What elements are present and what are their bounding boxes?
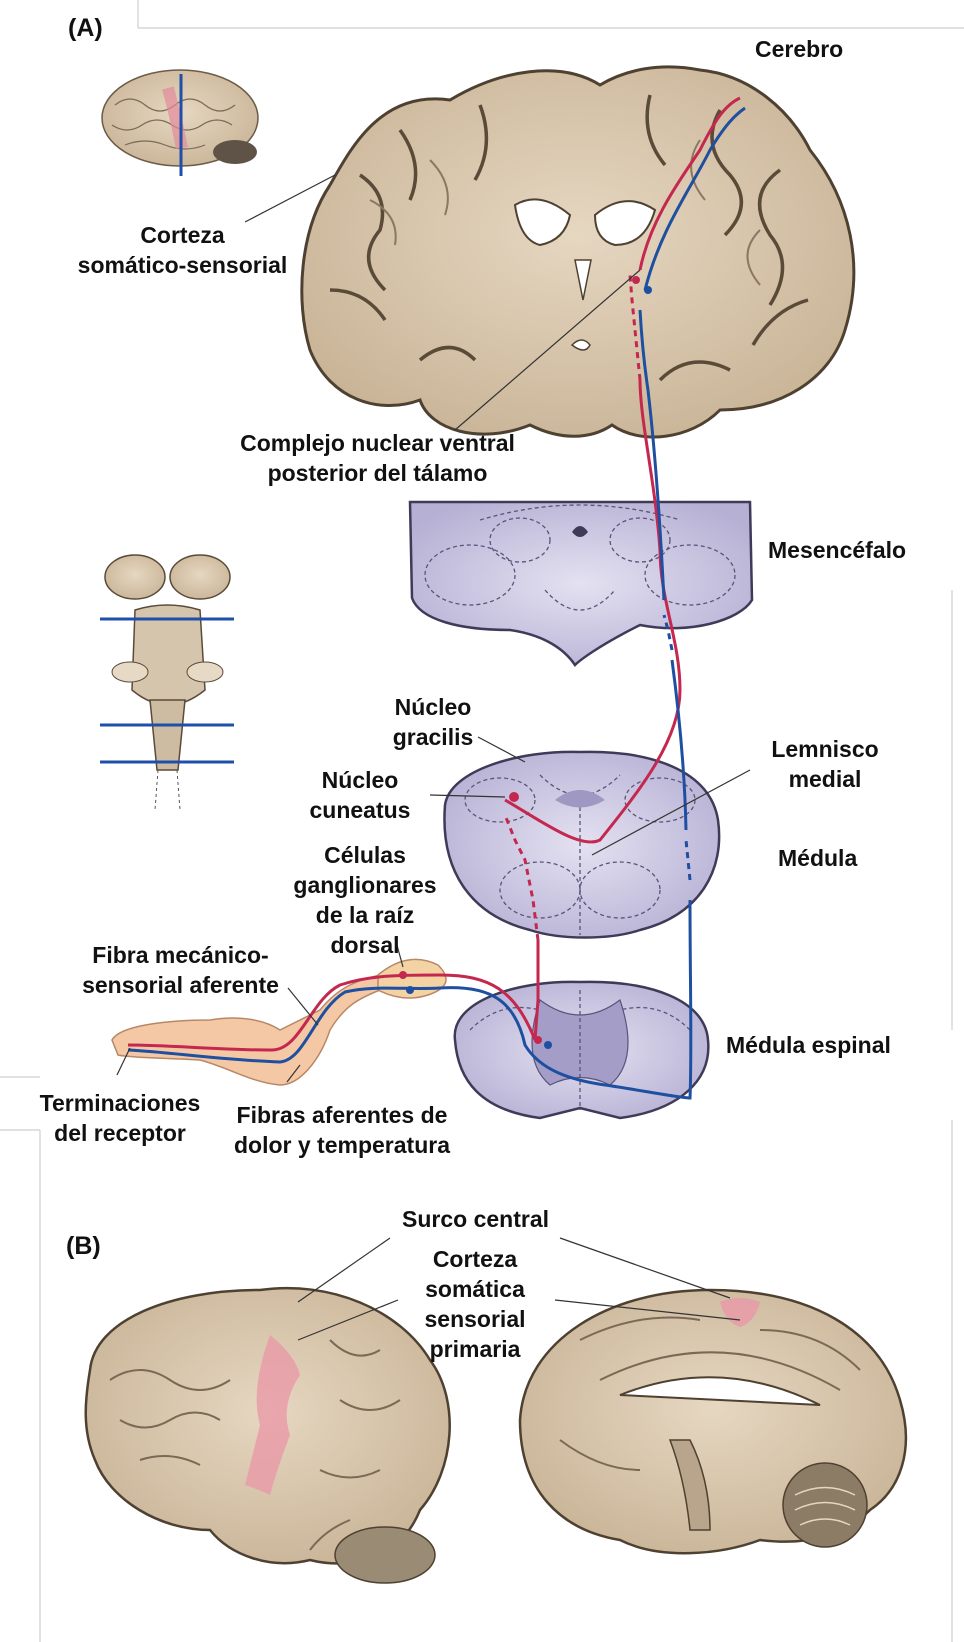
- label-corteza-somatico-sensorial: Corteza somático-sensorial: [50, 220, 315, 280]
- label-line: sensorial aferente: [68, 970, 293, 1000]
- lateral-brain: [86, 1288, 450, 1583]
- label-line: de la raíz: [290, 900, 440, 930]
- spinal-cord-section: [455, 982, 709, 1118]
- medulla-section: [444, 752, 719, 938]
- label-lemnisco-medial: Lemnisco medial: [760, 734, 890, 794]
- label-line: medial: [760, 764, 890, 794]
- panel-b-label: (B): [66, 1232, 101, 1261]
- label-line: dorsal: [290, 930, 440, 960]
- label-nucleo-gracilis: Núcleo gracilis: [378, 692, 488, 752]
- label-line: cuneatus: [305, 795, 415, 825]
- label-line: Núcleo: [378, 692, 488, 722]
- label-line: Fibra mecánico-: [68, 940, 293, 970]
- label-line: primaria: [400, 1334, 550, 1364]
- label-line: sensorial: [400, 1304, 550, 1334]
- label-celulas-ganglionares: Células ganglionares de la raíz dorsal: [290, 840, 440, 960]
- label-line: somático-sensorial: [50, 250, 315, 280]
- label-cerebro: Cerebro: [755, 34, 843, 64]
- label-line: Fibras aferentes de: [218, 1100, 466, 1130]
- label-line: Terminaciones: [20, 1088, 220, 1118]
- panel-a-label: (A): [68, 14, 103, 43]
- label-line: Corteza: [50, 220, 315, 250]
- label-fibras-dolor-temperatura: Fibras aferentes de dolor y temperatura: [218, 1100, 466, 1160]
- label-fibra-mecanico-sensorial: Fibra mecánico- sensorial aferente: [68, 940, 293, 1000]
- coronal-brain-section: [302, 67, 854, 437]
- label-line: del receptor: [20, 1118, 220, 1148]
- brainstem-thumbnail: [100, 555, 234, 810]
- label-line: Corteza: [400, 1244, 550, 1274]
- label-line: ganglionares: [290, 870, 440, 900]
- label-terminaciones-receptor: Terminaciones del receptor: [20, 1088, 220, 1148]
- label-line: Núcleo: [305, 765, 415, 795]
- label-mesencefalo: Mesencéfalo: [768, 535, 906, 565]
- label-line: dolor y temperatura: [218, 1130, 466, 1160]
- label-line: posterior del tálamo: [220, 458, 535, 488]
- label-line: Lemnisco: [760, 734, 890, 764]
- label-complejo-nuclear: Complejo nuclear ventral posterior del t…: [220, 428, 535, 488]
- label-corteza-primaria: Corteza somática sensorial primaria: [400, 1244, 550, 1364]
- midbrain-section: [410, 502, 752, 665]
- label-surco-central: Surco central: [402, 1204, 549, 1234]
- label-line: somática: [400, 1274, 550, 1304]
- label-medula: Médula: [778, 843, 857, 873]
- label-line: Complejo nuclear ventral: [220, 428, 535, 458]
- medial-brain: [520, 1290, 906, 1553]
- label-line: gracilis: [378, 722, 488, 752]
- label-nucleo-cuneatus: Núcleo cuneatus: [305, 765, 415, 825]
- label-medula-espinal: Médula espinal: [726, 1030, 891, 1060]
- brain-thumbnail: [102, 70, 258, 176]
- label-line: Células: [290, 840, 440, 870]
